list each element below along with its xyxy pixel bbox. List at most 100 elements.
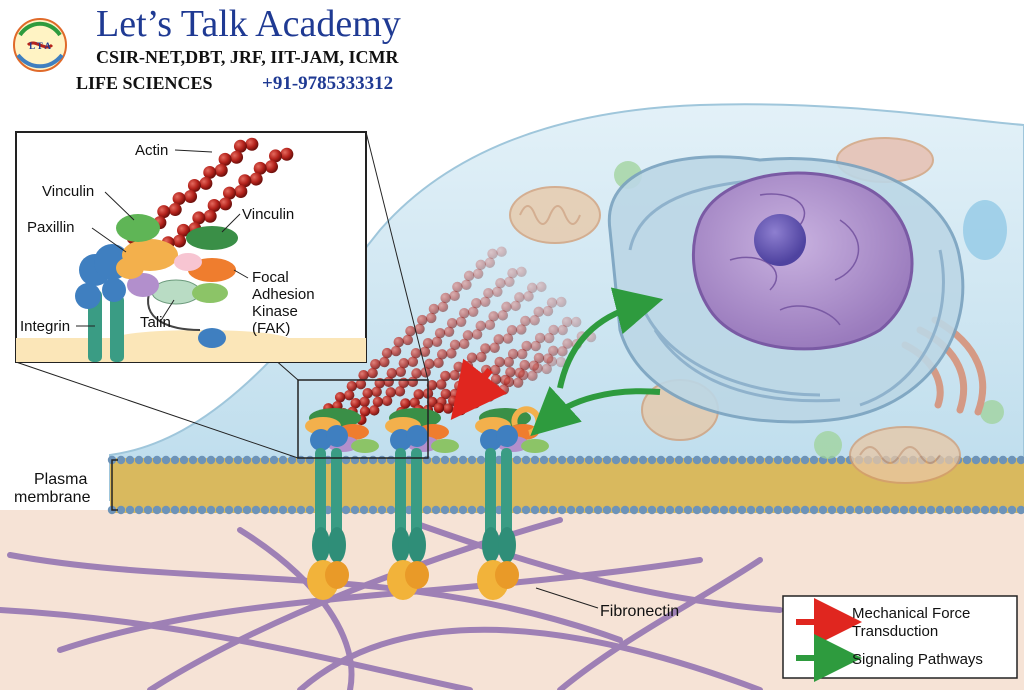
lipid-head	[449, 505, 459, 515]
lipid-head	[710, 505, 720, 515]
label-fak-3: Kinase	[252, 303, 298, 320]
actin-bead	[487, 248, 498, 260]
lipid-head	[188, 505, 198, 515]
lipid-head	[899, 505, 909, 515]
lipid-head	[170, 505, 180, 515]
lipid-head	[251, 505, 261, 515]
lipid-head	[521, 455, 531, 465]
actin-bead	[424, 358, 435, 370]
actin-bead	[383, 376, 394, 388]
actin-bead	[428, 303, 440, 315]
vesicle	[963, 200, 1007, 260]
lipid-head	[440, 505, 450, 515]
actin-bead	[527, 370, 538, 382]
lipid-head	[548, 505, 558, 515]
actin-bead	[402, 334, 414, 346]
lipid-head	[557, 505, 567, 515]
lipid-head	[350, 455, 360, 465]
actin-bead	[546, 297, 558, 308]
lipid-head	[800, 505, 810, 515]
lipid-head	[629, 455, 639, 465]
actin-bead	[484, 319, 496, 331]
lipid-head	[980, 505, 990, 515]
actin-bead	[433, 402, 445, 414]
actin-bead	[413, 389, 424, 400]
actin-bead	[440, 388, 451, 400]
lipid-head	[179, 455, 189, 465]
label-fibronectin: Fibronectin	[600, 603, 679, 620]
fibronectin-fibers	[0, 517, 783, 690]
actin-bead	[536, 281, 547, 293]
lipid-head	[467, 455, 477, 465]
actin-bead	[461, 279, 472, 291]
actin-bead	[346, 381, 358, 392]
lipid-head	[305, 505, 315, 515]
integrin-head	[496, 425, 518, 447]
actin-bead	[407, 376, 419, 388]
actin-bead	[343, 389, 355, 401]
lipid-head	[242, 455, 252, 465]
actin-bead	[555, 356, 567, 368]
lipid-head	[962, 505, 972, 515]
integrin-foot	[482, 527, 500, 563]
actin-bead	[386, 367, 397, 379]
label-membrane: membrane	[14, 489, 91, 506]
actin-bead	[436, 379, 447, 390]
actin-bead	[518, 369, 529, 381]
actin-bead	[480, 343, 491, 354]
actin-bead	[350, 397, 361, 409]
lipid-head	[611, 505, 621, 515]
actin-bead	[414, 323, 425, 335]
actin-bead	[452, 281, 463, 293]
lipid-head	[152, 505, 162, 515]
actin-bead	[506, 324, 518, 336]
actin-bead	[172, 192, 186, 206]
lipid-head	[350, 505, 360, 515]
actin-bead	[483, 287, 494, 299]
integrin-beta	[411, 448, 422, 546]
actin-bead	[490, 364, 501, 376]
actin-bead	[468, 306, 479, 318]
actin-bead	[157, 205, 171, 219]
actin-bead	[530, 340, 541, 352]
actin-bead	[184, 189, 198, 203]
lipid-head	[458, 455, 468, 465]
lipid-head	[692, 455, 702, 465]
actin-bead	[497, 310, 509, 321]
actin-bead	[199, 176, 213, 190]
lipid-head	[638, 505, 648, 515]
lipid-head	[647, 505, 657, 515]
actin-bead	[207, 199, 221, 213]
focal-protein	[431, 439, 459, 453]
lipid-head	[170, 455, 180, 465]
actin-bead	[214, 163, 228, 177]
lipid-head	[818, 505, 828, 515]
lipid-head	[305, 455, 315, 465]
label-fak-4: (FAK)	[252, 320, 290, 337]
actin-bead	[398, 357, 410, 369]
brand-title: Let’s Talk Academy	[96, 3, 401, 45]
actin-bead	[400, 398, 411, 409]
integrin-alpha	[485, 448, 496, 546]
lipid-head	[701, 455, 711, 465]
lipid-head	[827, 505, 837, 515]
lipid-head	[422, 455, 432, 465]
actin-bead	[359, 396, 370, 408]
fibronectin-binding	[325, 561, 349, 589]
actin-bead	[463, 270, 475, 282]
actin-bead	[503, 356, 515, 368]
lipid-head	[224, 505, 234, 515]
actin-bead	[514, 292, 525, 303]
lipid-head	[575, 505, 585, 515]
lipid-head	[602, 505, 612, 515]
actin-bead	[249, 172, 263, 186]
actin-bead	[436, 349, 448, 360]
lipid-head	[548, 455, 558, 465]
lipid-head	[809, 455, 819, 465]
integrin-head	[326, 425, 348, 447]
actin-bead	[458, 307, 470, 319]
inset-actin-filament	[161, 147, 294, 250]
nucleus-er	[607, 155, 965, 424]
lipid-head	[449, 455, 459, 465]
actin-bead	[507, 267, 518, 279]
